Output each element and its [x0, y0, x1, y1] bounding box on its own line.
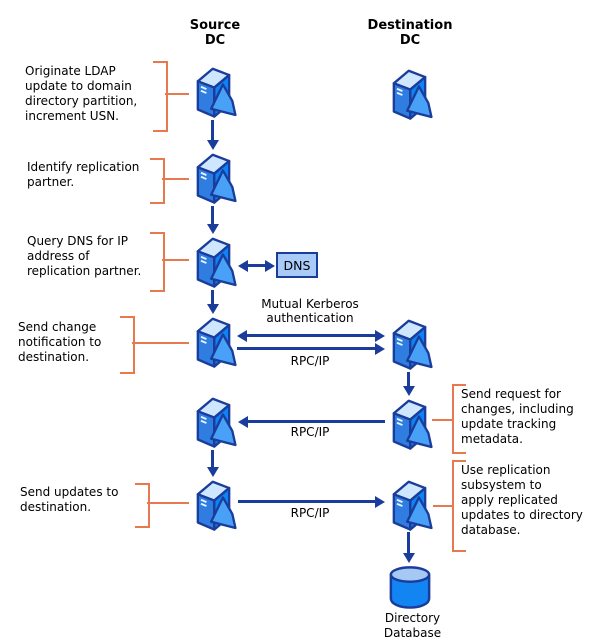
annotation-identify-partner: Identify replication partner. [27, 160, 140, 189]
dns-query-arrow-icon [238, 259, 275, 272]
rpc-ip-label: RPC/IP [290, 425, 330, 439]
destination-dc-server-icon [392, 480, 433, 531]
annotation-bracket [135, 483, 150, 528]
flow-arrow-down-icon [206, 450, 219, 477]
rpc-arrow-right-icon [237, 342, 385, 355]
rpc-ip-label: RPC/IP [290, 354, 330, 368]
dns-box: DNS [276, 252, 318, 278]
bracket-connector-line [433, 505, 453, 507]
annotation-bracket [150, 158, 165, 204]
annotation-query-dns: Query DNS for IP address of replication … [27, 234, 142, 278]
bracket-connector-line [162, 259, 189, 261]
bracket-connector-line [132, 342, 189, 344]
destination-dc-server-icon [392, 69, 433, 120]
source-dc-server-icon [196, 153, 237, 204]
source-dc-server-icon [196, 397, 237, 448]
bracket-connector-line [147, 502, 189, 504]
destination-dc-server-icon [392, 399, 433, 450]
annotation-bracket [150, 232, 165, 292]
flow-arrow-down-icon [206, 206, 219, 234]
annotation-originate-ldap: Originate LDAP update to domain director… [25, 64, 138, 123]
source-dc-server-icon [196, 67, 237, 118]
source-dc-header: Source DC [189, 18, 241, 48]
annotation-bracket [452, 460, 466, 552]
rpc-arrow-right-icon [238, 495, 385, 508]
annotation-send-updates: Send updates to destination. [20, 485, 119, 514]
flow-arrow-down-icon [402, 532, 415, 563]
rpc-arrow-left-icon [238, 415, 385, 428]
flow-arrow-down-icon [206, 290, 219, 314]
annotation-bracket [452, 384, 466, 454]
annotation-apply-updates: Use replication subsystem to apply repli… [461, 463, 583, 537]
annotation-send-request: Send request for changes, including upda… [461, 387, 574, 446]
mutual-kerberos-label: Mutual Kerberos authentication [261, 297, 359, 325]
destination-dc-server-icon [392, 319, 433, 370]
bracket-connector-line [432, 419, 453, 421]
flow-arrow-down-icon [206, 120, 219, 150]
dns-label: DNS [283, 257, 311, 273]
annotation-bracket [120, 316, 135, 374]
destination-dc-header: Destination DC [367, 18, 453, 48]
bracket-connector-line [165, 93, 189, 95]
source-dc-server-icon [196, 237, 237, 288]
annotation-send-notification: Send change notification to destination. [18, 320, 102, 364]
rpc-ip-label: RPC/IP [290, 506, 330, 520]
kerberos-auth-arrow-icon [237, 329, 385, 342]
source-dc-server-icon [196, 480, 237, 531]
database-cylinder-icon [389, 566, 431, 609]
flow-arrow-down-icon [402, 372, 415, 396]
annotation-bracket [153, 61, 168, 132]
directory-database-label: Directory Database [383, 611, 442, 640]
source-dc-server-icon [196, 317, 237, 368]
bracket-connector-line [162, 178, 189, 180]
